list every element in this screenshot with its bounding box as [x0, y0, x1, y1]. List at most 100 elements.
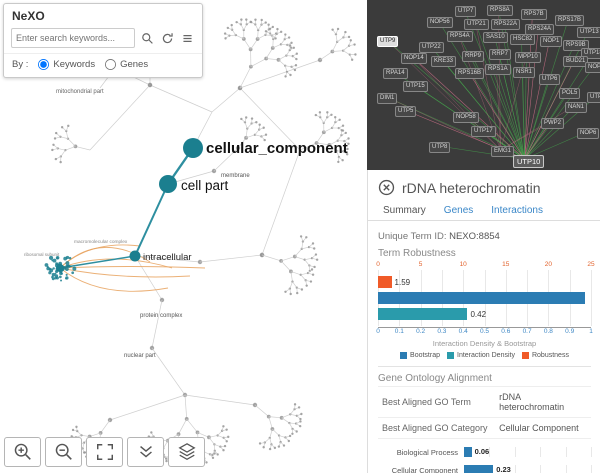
- network-node-dim1[interactable]: DIM1: [377, 93, 398, 104]
- network-node-nop14[interactable]: NOP14: [401, 53, 427, 64]
- network-node-rps16b[interactable]: RPS16B: [455, 68, 485, 79]
- tree-label[interactable]: nuclear part: [124, 353, 156, 359]
- tree-label[interactable]: macromolecular complex: [74, 239, 128, 245]
- network-node-utp21[interactable]: UTP21: [464, 19, 489, 30]
- network-node-nop58[interactable]: NOP58: [453, 112, 479, 123]
- network-node-utp9[interactable]: UTP9: [377, 36, 399, 47]
- network-node-utp18[interactable]: UTP18: [581, 48, 600, 59]
- network-node-utp5[interactable]: UTP5: [395, 106, 417, 117]
- tree-label[interactable]: cell part: [181, 178, 229, 193]
- network-node-rps22a[interactable]: RPS22A: [491, 19, 521, 30]
- network-node-utp13[interactable]: UTP13: [577, 27, 600, 38]
- detail-tabs: Summary Genes Interactions: [368, 201, 600, 221]
- network-node-rps8a[interactable]: RPS8A: [487, 5, 513, 16]
- tree-label[interactable]: ribosomal subunit: [24, 252, 60, 257]
- network-node-pol5[interactable]: POL5: [559, 88, 581, 99]
- term-detail-panel: rDNA heterochromatin Summary Genes Inter…: [367, 170, 600, 473]
- network-node-sas10[interactable]: SAS10: [483, 32, 508, 43]
- robustness-bar-bootstrap: [378, 292, 591, 304]
- network-node-pwp2[interactable]: PWP2: [541, 118, 565, 129]
- search-panel: NeXO By : Keywords: [3, 3, 203, 78]
- axis-tick: 0.7: [522, 328, 532, 335]
- search-by-label: By :: [12, 59, 29, 70]
- term-robustness-heading: Term Robustness: [378, 248, 456, 259]
- network-node-nop1[interactable]: NOP1: [540, 36, 563, 47]
- tab-summary[interactable]: Summary: [383, 205, 426, 216]
- network-node-utp6[interactable]: UTP6: [539, 74, 561, 85]
- fit-to-screen-button[interactable]: [86, 437, 123, 467]
- search-icon[interactable]: [139, 30, 155, 46]
- network-node-rps1a[interactable]: RPS1A: [485, 64, 511, 75]
- keywords-radio[interactable]: [38, 58, 50, 71]
- network-node-rpa14[interactable]: RPA14: [383, 68, 408, 79]
- network-node-nop56[interactable]: NOP56: [427, 17, 453, 28]
- menu-icon[interactable]: [179, 30, 195, 46]
- network-node-rps9b[interactable]: RPS9B: [563, 40, 589, 51]
- tree-label[interactable]: cellular_component: [206, 140, 348, 157]
- network-node-utp15[interactable]: UTP15: [403, 81, 428, 92]
- network-node-rps4a[interactable]: RPS4A: [447, 31, 473, 42]
- genes-radio[interactable]: [105, 58, 117, 71]
- axis-tick: 5: [418, 261, 423, 268]
- tree-label[interactable]: membrane: [221, 173, 250, 179]
- search-by-genes[interactable]: Genes: [104, 58, 148, 71]
- network-node-rps24a[interactable]: RPS24A: [525, 24, 555, 35]
- axis-tick: 0.1: [394, 328, 404, 335]
- network-node-utp17[interactable]: UTP17: [471, 126, 496, 137]
- search-by-keywords[interactable]: Keywords: [37, 58, 95, 71]
- tab-interactions[interactable]: Interactions: [491, 205, 543, 216]
- selected-path-edges: [59, 147, 194, 269]
- zoom-in-button[interactable]: [4, 437, 41, 467]
- close-icon[interactable]: [378, 179, 395, 196]
- network-node-rps17b[interactable]: RPS17B: [555, 15, 585, 26]
- network-node-nan1[interactable]: NAN1: [565, 102, 588, 113]
- network-node-hsc82[interactable]: HSC82: [510, 34, 536, 45]
- network-node-kre33[interactable]: KRE33: [431, 56, 457, 67]
- reset-icon[interactable]: [159, 30, 175, 46]
- network-node-utp10[interactable]: UTP10: [513, 155, 545, 168]
- layers-icon: [177, 443, 196, 461]
- app-title: NeXO: [12, 9, 45, 23]
- tree-node-cell part[interactable]: [159, 175, 177, 193]
- robustness-bar-robustness: 1.59: [378, 276, 591, 288]
- network-node-bud21[interactable]: BUD21: [563, 56, 589, 67]
- network-node-utp7[interactable]: UTP7: [455, 6, 477, 17]
- tree-node-ribosomal-cluster[interactable]: [56, 264, 64, 272]
- network-node-emg1[interactable]: EMG1: [491, 146, 515, 157]
- tree-node-intracellular[interactable]: [129, 250, 141, 262]
- tree-label[interactable]: protein complex: [140, 313, 182, 319]
- detail-header: rDNA heterochromatin: [368, 170, 600, 201]
- network-node-rrp9[interactable]: RRP9: [462, 51, 485, 62]
- zoom-in-icon: [14, 443, 31, 460]
- tree-label[interactable]: intracellular: [143, 252, 192, 263]
- network-node-utp4[interactable]: UTP4: [587, 92, 600, 103]
- network-node-nop6[interactable]: NOP6: [577, 128, 600, 139]
- network-node-rps7b[interactable]: RPS7B: [521, 9, 547, 20]
- tab-genes[interactable]: Genes: [443, 205, 474, 216]
- layers-button[interactable]: [168, 437, 205, 467]
- network-node-nsr1[interactable]: NSR1: [513, 67, 536, 78]
- axis-tick: 0.6: [501, 328, 511, 335]
- network-node-utp22[interactable]: UTP22: [419, 42, 444, 53]
- network-node-rrp7[interactable]: RRP7: [489, 49, 512, 60]
- axis-tick: 0.3: [437, 328, 447, 335]
- network-node-utp8[interactable]: UTP8: [429, 142, 451, 153]
- network-node-nop9[interactable]: NOP9: [585, 62, 600, 73]
- ontology-tree-canvas[interactable]: mitochondrial part cellular_componentcell…: [0, 0, 367, 473]
- collapse-button[interactable]: [127, 437, 164, 467]
- search-mode-row: By : Keywords Genes: [4, 53, 202, 77]
- search-input[interactable]: [11, 28, 135, 48]
- network-node-mpp10[interactable]: MPP10: [515, 52, 541, 63]
- view-toolbar: [4, 437, 205, 467]
- zoom-out-button[interactable]: [45, 437, 82, 467]
- tree-node-cellular_component[interactable]: [183, 138, 203, 158]
- axis-tick: 20: [544, 261, 553, 268]
- tree-label[interactable]: mitochondrial part: [56, 89, 104, 95]
